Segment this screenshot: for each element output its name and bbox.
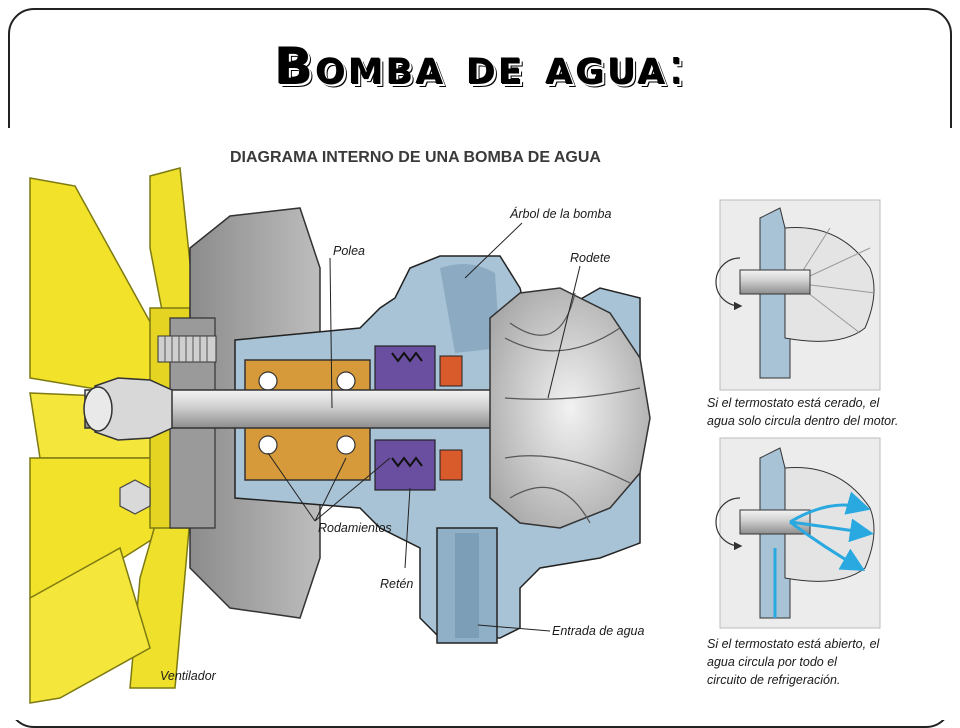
impeller <box>489 287 651 529</box>
diagram-heading: DIAGRAMA INTERNO DE UNA BOMBA DE AGUA <box>230 149 601 166</box>
caption-open-line2: agua circula por todo el <box>707 655 838 669</box>
label-fan: Ventilador <box>160 669 217 683</box>
pump-diagram-svg: DIAGRAMA INTERNO DE UNA BOMBA DE AGUA <box>29 149 898 704</box>
slide-title: Bomba de agua: <box>0 38 960 96</box>
title-band: Bomba de agua: <box>0 0 960 128</box>
bearing-ball-4 <box>336 435 356 455</box>
pump-shaft <box>83 377 506 441</box>
label-pulley: Polea <box>333 244 365 258</box>
bearing-ball-3 <box>258 435 278 455</box>
label-bearings: Rodamientos <box>318 521 392 535</box>
label-water-inlet: Entrada de agua <box>552 624 644 638</box>
inset-thermostat-open <box>715 437 881 629</box>
bearing-ball-2 <box>336 371 356 391</box>
slide-title-text: Bomba de agua <box>274 38 669 96</box>
label-impeller: Rodete <box>570 251 610 265</box>
pump-diagram-figure: DIAGRAMA INTERNO DE UNA BOMBA DE AGUA <box>0 128 960 720</box>
label-shaft: Árbol de la bomba <box>509 206 612 221</box>
bearing-ball-1 <box>258 371 278 391</box>
pointer-lines <box>267 222 581 632</box>
caption-closed-line2: agua solo circula dentro del motor. <box>707 414 898 428</box>
shaft-nut <box>94 377 173 441</box>
slide-title-colon: : <box>668 38 686 96</box>
caption-closed-line1: Si el termostato está cerado, el <box>707 396 881 410</box>
caption-open-line3: circuito de refrigeración. <box>707 673 840 687</box>
seal <box>374 345 463 491</box>
label-seal: Retén <box>380 577 413 591</box>
inset-thermostat-closed <box>715 199 881 391</box>
caption-open-line1: Si el termostato está abierto, el <box>707 637 881 651</box>
